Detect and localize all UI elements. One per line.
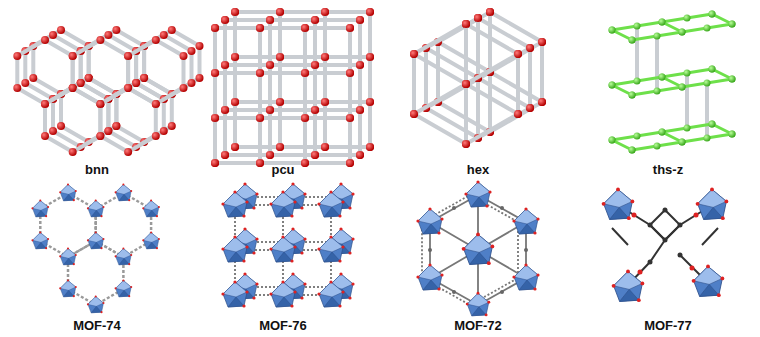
structure-label: bnn [85,162,109,178]
mof-74-structure [31,184,159,314]
structure-label: MOF-72 [454,318,502,334]
mof-76-structure [221,182,354,307]
pcu-net [215,12,370,163]
structure-label: pcu [271,162,294,178]
structure-label: MOF-76 [259,318,307,334]
structure-label: MOF-74 [73,318,121,334]
bnn-net [17,30,199,152]
mof-72-structure [416,180,539,316]
ths-z-net [612,14,732,150]
structure-label: MOF-77 [644,318,692,334]
hex-net [414,12,542,144]
structure-label: hex [467,162,489,178]
structure-label: ths-z [653,162,683,178]
mof-77-structure [602,187,729,302]
